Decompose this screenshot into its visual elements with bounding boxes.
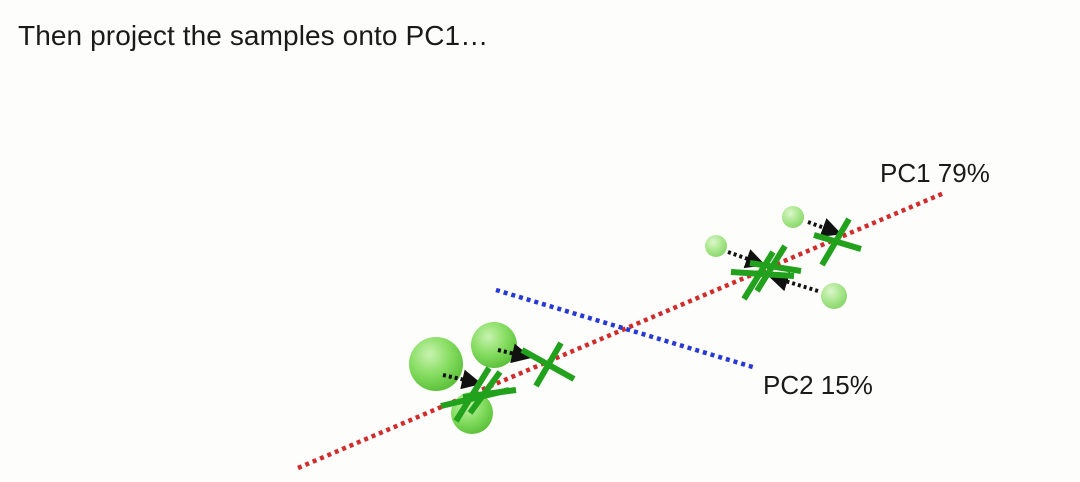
sample-sphere (705, 235, 727, 257)
projection-x-mark (813, 217, 862, 267)
projection-x-mark (462, 370, 517, 415)
projection-arrow (768, 272, 819, 293)
pc2-axis-line (495, 287, 757, 371)
sample-sphere (821, 283, 847, 309)
projection-x-mark (730, 250, 795, 301)
sample-sphere (409, 337, 463, 391)
pc1-axis-line (297, 190, 945, 471)
pc1-label: PC1 79% (880, 158, 990, 188)
projection-x-mark (749, 244, 802, 293)
projection-x-mark (520, 341, 576, 388)
projection-arrow (807, 218, 842, 237)
pc2-label: PC2 15% (763, 370, 873, 400)
slide-title: Then project the samples onto PC1… (18, 20, 489, 51)
sample-sphere (782, 206, 804, 228)
sample-sphere (471, 322, 517, 368)
projection-arrow (497, 343, 532, 364)
